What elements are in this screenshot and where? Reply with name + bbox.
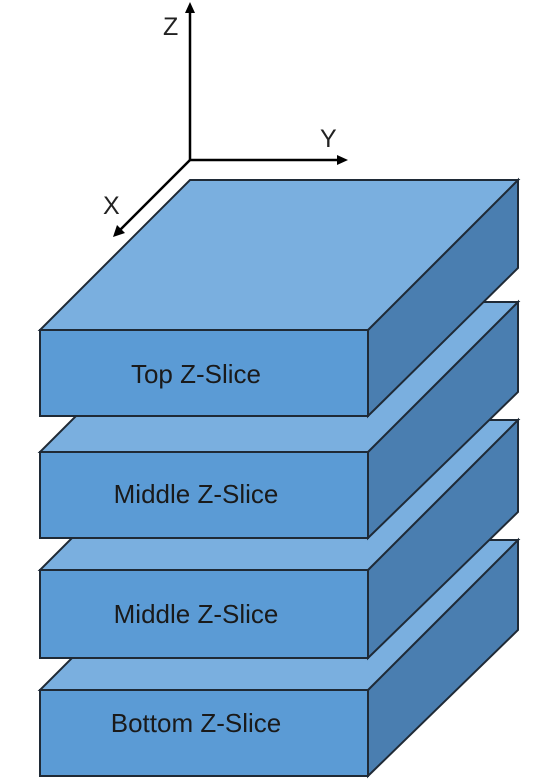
- slice-top: Top Z-Slice: [37, 177, 521, 419]
- axes: Z Y X: [103, 2, 348, 237]
- x-axis-arrowhead: [113, 225, 125, 237]
- slice-middle-upper-front-face: [39, 451, 369, 539]
- slice-top-front-face: [39, 329, 369, 417]
- z-axis-label: Z: [163, 13, 178, 41]
- y-axis-label: Y: [320, 125, 337, 153]
- slice-top-label: Top Z-Slice: [131, 359, 261, 389]
- z-axis-arrowhead: [185, 2, 195, 13]
- x-axis: [119, 159, 191, 231]
- slice-bottom-front-face: [39, 689, 369, 777]
- slice-bottom-label: Bottom Z-Slice: [111, 708, 282, 738]
- x-axis-label: X: [103, 192, 120, 220]
- slice-middle-lower-label: Middle Z-Slice: [114, 599, 279, 629]
- slice-middle-upper-label: Middle Z-Slice: [114, 479, 279, 509]
- slice-middle-lower-front-face: [39, 569, 369, 659]
- y-axis-arrowhead: [337, 155, 348, 165]
